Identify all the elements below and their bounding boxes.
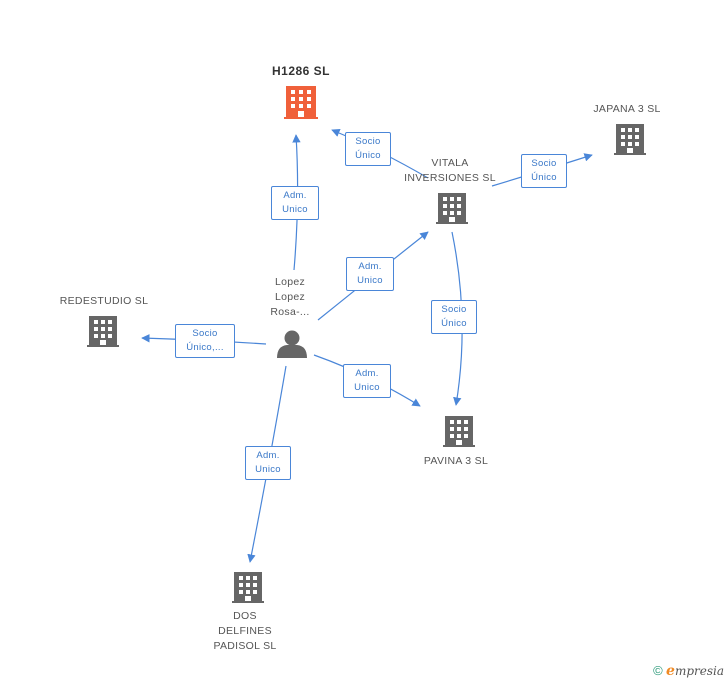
brand-logo-initial: e [666,663,675,679]
building-icon [436,193,468,224]
edge-label-vitala-pavina: Socio Único [431,300,477,334]
building-icon [232,572,264,603]
node-label-redestudio[interactable]: REDESTUDIO SL [59,295,149,307]
edge-label-vitala-japana: Socio Único [521,154,567,188]
person-icon [277,330,307,358]
node-label-pavina[interactable]: PAVINA 3 SL [423,455,489,467]
edge-label-person-h1286: Adm. Unico [271,186,319,220]
node-label-vitala[interactable]: VITALA INVERSIONES SL [404,157,496,184]
building-icon [443,416,475,447]
node-label-dos[interactable]: DOS DELFINES PADISOL SL [213,610,277,652]
edge-label-person-vitala: Adm. Unico [346,257,394,291]
node-label-japana[interactable]: JAPANA 3 SL [593,103,661,115]
edge-label-person-redestudio: Socio Único,... [175,324,235,358]
brand-logo-text: mpresia [674,664,724,678]
edge-label-person-dos: Adm. Unico [245,446,291,480]
copyright-symbol: © [653,663,663,678]
brand-footer: © empresia [653,663,724,679]
node-label-person[interactable]: Lopez Lopez Rosa-... [270,276,310,318]
edge-label-vitala-h1286: Socio Único [345,132,391,166]
building-icon [87,316,119,347]
node-label-h1286[interactable]: H1286 SL [271,64,331,78]
building-icon [284,86,318,119]
edge-label-person-pavina: Adm. Unico [343,364,391,398]
building-icon [614,124,646,155]
